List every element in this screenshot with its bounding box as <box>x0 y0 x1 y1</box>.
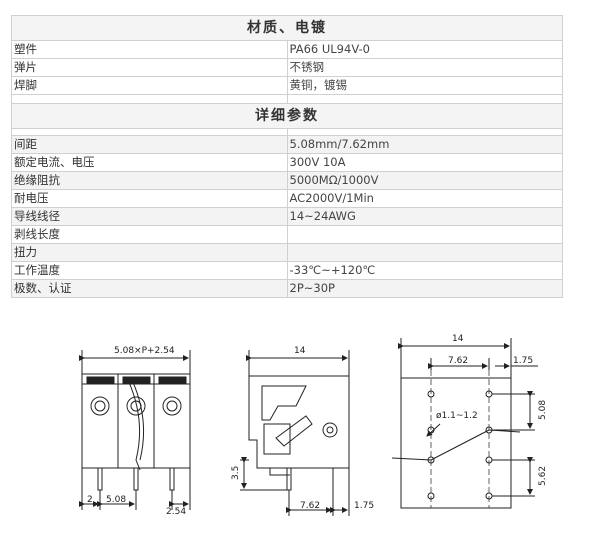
row-label: 塑件 <box>11 40 288 59</box>
table-row: 额定电流、电压 300V 10A <box>11 153 563 172</box>
row-value: -33℃~+120℃ <box>286 261 563 280</box>
pcb-dim-offset: 1.75 <box>513 356 533 366</box>
side-dim-bottom: 7.62 <box>300 501 320 511</box>
row-value <box>286 225 563 244</box>
table-row: 导线线径 14~24AWG <box>11 207 563 226</box>
row-value: 5000MΩ/1000V <box>286 171 563 190</box>
row-value: 黄铜，镀锡 <box>286 76 563 95</box>
row-value: PA66 UL94V-0 <box>286 40 563 59</box>
row-label: 剥线长度 <box>11 225 288 244</box>
params-title: 详细参数 <box>11 103 563 129</box>
pcb-dim-v1: 5.08 <box>538 400 548 420</box>
params-header-row: 详细参数 <box>11 103 563 129</box>
pcb-hole-label: ø1.1~1.2 <box>436 411 478 421</box>
pcb-dim-pitch: 7.62 <box>448 356 468 366</box>
row-value: 不锈钢 <box>286 58 563 77</box>
table-row: 耐电压 AC2000V/1Min <box>11 189 563 208</box>
spacer-row <box>11 128 563 136</box>
row-value: 14~24AWG <box>286 207 563 226</box>
row-value: AC2000V/1Min <box>286 189 563 208</box>
spec-table: 材质、电镀 塑件 PA66 UL94V-0 弹片 不锈钢 焊脚 黄铜，镀锡 详细… <box>11 15 563 298</box>
row-value: 5.08mm/7.62mm <box>286 135 563 154</box>
row-value: 300V 10A <box>286 153 563 172</box>
table-row: 焊脚 黄铜，镀锡 <box>11 76 563 95</box>
table-row: 工作温度 -33℃~+120℃ <box>11 261 563 280</box>
row-label: 焊脚 <box>11 76 288 95</box>
table-row: 剥线长度 <box>11 225 563 244</box>
row-label: 工作温度 <box>11 261 288 280</box>
materials-header-row: 材质、电镀 <box>11 15 563 41</box>
row-value <box>286 243 563 262</box>
side-view <box>240 350 350 516</box>
spacer-row <box>11 94 563 104</box>
row-label: 扭力 <box>11 243 288 262</box>
row-value: 2P~30P <box>286 279 563 298</box>
front-dim-left: 2 <box>87 495 93 505</box>
row-label: 额定电流、电压 <box>11 153 288 172</box>
front-dim-right: 2.54 <box>166 507 186 517</box>
side-dim-height: 3.5 <box>231 466 241 480</box>
row-label: 耐电压 <box>11 189 288 208</box>
table-row: 弹片 不锈钢 <box>11 58 563 77</box>
table-row: 间距 5.08mm/7.62mm <box>11 135 563 154</box>
technical-drawing: 5.08×P+2.54 2 5.08 2.54 14 3.5 7.62 1.75 <box>79 334 548 517</box>
pcb-layout-view <box>391 338 538 509</box>
side-top-dim: 14 <box>294 346 306 356</box>
row-label: 极数、认证 <box>11 279 288 298</box>
front-view <box>79 350 191 510</box>
table-row: 扭力 <box>11 243 563 262</box>
pcb-top-dim: 14 <box>452 334 464 344</box>
row-label: 绝缘阻抗 <box>11 171 288 190</box>
row-label: 间距 <box>11 135 288 154</box>
materials-title: 材质、电镀 <box>11 15 563 41</box>
table-row: 绝缘阻抗 5000MΩ/1000V <box>11 171 563 190</box>
pcb-dim-v2: 5.62 <box>538 466 548 486</box>
table-row: 极数、认证 2P~30P <box>11 279 563 298</box>
table-row: 塑件 PA66 UL94V-0 <box>11 40 563 59</box>
row-label: 导线线径 <box>11 207 288 226</box>
front-dim-pitch: 5.08 <box>106 495 126 505</box>
side-dim-offset: 1.75 <box>354 501 374 511</box>
row-label: 弹片 <box>11 58 288 77</box>
front-top-dim: 5.08×P+2.54 <box>114 346 175 356</box>
